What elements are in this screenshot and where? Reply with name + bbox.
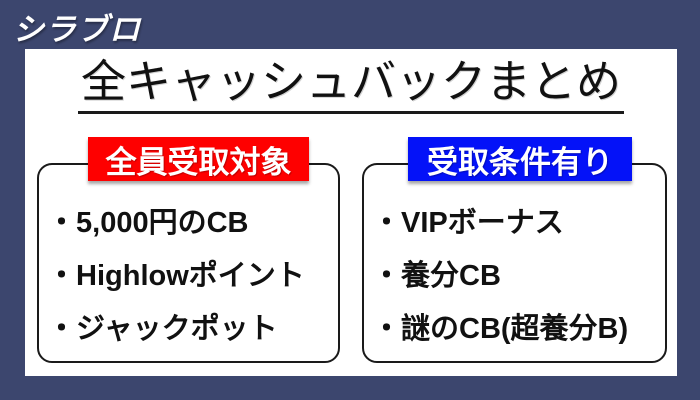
list-item: ・ 養分CB bbox=[372, 246, 665, 299]
cashback-box-everyone: ・ 5,000円のCB ・ Highlowポイント ・ ジャックポット bbox=[37, 163, 340, 363]
list-item-label: 謎のCB(超養分B) bbox=[401, 312, 629, 345]
content-card: 全キャッシュバックまとめ 全員受取対象 受取条件有り ・ 5,000円のCB ・… bbox=[25, 49, 677, 376]
list-item: ・ VIPボーナス bbox=[372, 193, 665, 246]
title-container: 全キャッシュバックまとめ bbox=[25, 56, 677, 114]
cashback-list-conditional: ・ VIPボーナス ・ 養分CB ・ 謎のCB(超養分B) bbox=[364, 165, 665, 352]
cashback-list-everyone: ・ 5,000円のCB ・ Highlowポイント ・ ジャックポット bbox=[39, 165, 338, 352]
bullet-glyph: ・ bbox=[372, 206, 402, 239]
list-item-label: 5,000円のCB bbox=[76, 206, 249, 239]
site-logo: シラブロ bbox=[13, 12, 141, 47]
list-item: ・ ジャックポット bbox=[47, 299, 338, 352]
badge-conditions-apply: 受取条件有り bbox=[408, 137, 632, 181]
bullet-glyph: ・ bbox=[372, 312, 402, 345]
list-item: ・ Highlowポイント bbox=[47, 246, 338, 299]
list-item-label: VIPボーナス bbox=[401, 206, 564, 239]
list-item: ・ 謎のCB(超養分B) bbox=[372, 299, 665, 352]
list-item-label: Highlowポイント bbox=[76, 259, 305, 292]
bullet-glyph: ・ bbox=[47, 312, 77, 345]
badge-everyone-eligible: 全員受取対象 bbox=[88, 137, 309, 181]
bullet-glyph: ・ bbox=[47, 206, 77, 239]
page-title: 全キャッシュバックまとめ bbox=[77, 56, 624, 114]
bullet-glyph: ・ bbox=[372, 259, 402, 292]
list-item-label: ジャックポット bbox=[76, 312, 278, 345]
list-item: ・ 5,000円のCB bbox=[47, 193, 338, 246]
cashback-box-conditional: ・ VIPボーナス ・ 養分CB ・ 謎のCB(超養分B) bbox=[362, 163, 667, 363]
bullet-glyph: ・ bbox=[47, 259, 77, 292]
list-item-label: 養分CB bbox=[401, 259, 501, 292]
